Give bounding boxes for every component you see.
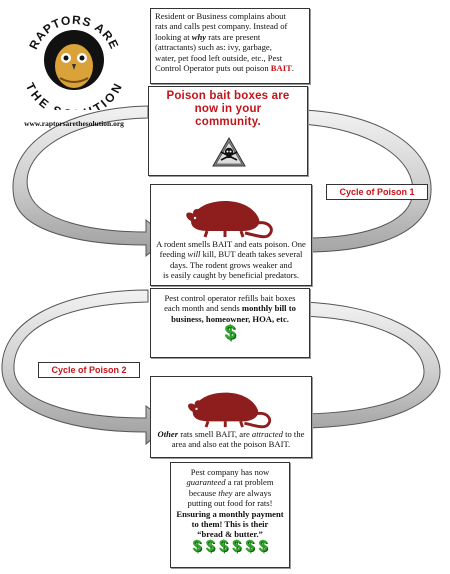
dollar-icon: $ bbox=[218, 537, 228, 555]
step1-line1: Resident or Business complains about bbox=[155, 11, 286, 21]
step6-line3: because they are always bbox=[188, 487, 272, 498]
step1-line3: looking at why rats are present bbox=[155, 31, 261, 42]
step3-line2: feeding will kill, BUT death takes sever… bbox=[159, 249, 303, 260]
cycle1-label: Cycle of Poison 1 bbox=[326, 184, 428, 200]
step3-line4: is easily caught by beneficial predators… bbox=[162, 270, 300, 281]
step5-line2: area and also eat the poison BAIT. bbox=[171, 439, 291, 450]
rat-icon bbox=[186, 201, 273, 239]
cycle2-label: Cycle of Poison 2 bbox=[38, 362, 140, 378]
step3-box: A rodent smells BAIT and eats poison. On… bbox=[150, 184, 312, 286]
step6-line2: guaranteed a rat problem bbox=[186, 477, 274, 488]
step2-headline: Poison bait boxes are now in your commun… bbox=[166, 90, 290, 128]
dollar-icon: $ bbox=[258, 537, 268, 555]
logo: RAPTORS ARE THE SOLUTION www.raptorsaret… bbox=[8, 6, 140, 128]
dollar-icon: $ bbox=[232, 537, 242, 555]
logo-url: www.raptorsarethesolution.org bbox=[24, 119, 124, 128]
dollar-icon: $ bbox=[205, 537, 215, 555]
step4-line1: Pest control operator refills bait boxes bbox=[164, 293, 296, 303]
dollar-icon: $ bbox=[245, 537, 255, 555]
cycle2-arrow-left bbox=[1, 289, 171, 446]
step1-box: Resident or Business complains about rat… bbox=[150, 8, 310, 84]
step6-line5: Ensuring a monthly payment bbox=[176, 508, 284, 519]
dollar-icon: $ bbox=[224, 322, 236, 345]
step3-line3: days. The rodent grows weaker and bbox=[169, 259, 293, 270]
step2-box: Poison bait boxes are now in your commun… bbox=[148, 86, 308, 176]
skull-warning-icon bbox=[212, 137, 246, 167]
step6-box: Pest company has now guaranteed a rat pr… bbox=[170, 462, 290, 568]
step5-box: Other rats smell BAIT, are attracted to … bbox=[150, 376, 312, 458]
step1-line6: Control Operator puts out poison BAIT. bbox=[155, 63, 294, 74]
step6-line6: to them! This is their bbox=[191, 519, 269, 530]
step1-line5: water, pet food left outside, etc., Pest bbox=[155, 52, 283, 63]
step6-line4: putting out food for rats! bbox=[187, 498, 273, 509]
dollar-icon: $ bbox=[192, 537, 202, 555]
dollar-row: $ $ $ $ $ $ bbox=[171, 538, 289, 554]
step5-line1: Other rats smell BAIT, are attracted to … bbox=[157, 429, 305, 439]
owl-icon: RAPTORS ARE THE SOLUTION bbox=[23, 13, 124, 121]
rat-icon bbox=[188, 392, 272, 429]
step4-line3: business, homeowner, HOA, etc. bbox=[171, 313, 289, 324]
step1-line2: rats and calls pest company. Instead of bbox=[155, 21, 288, 32]
step3-line1: A rodent smells BAIT and eats poison. On… bbox=[156, 239, 306, 249]
step4-box: Pest control operator refills bait boxes… bbox=[150, 288, 310, 358]
step6-line7: “bread & butter.” bbox=[197, 529, 263, 540]
step6-line1: Pest company has now bbox=[190, 467, 270, 477]
cycle1-arrow-left bbox=[12, 105, 169, 258]
step1-line4: (attractants) such as: ivy, garbage, bbox=[155, 42, 272, 53]
bait-word: BAIT bbox=[270, 63, 292, 74]
step4-line2: each month and sends monthly bill to bbox=[164, 303, 296, 314]
